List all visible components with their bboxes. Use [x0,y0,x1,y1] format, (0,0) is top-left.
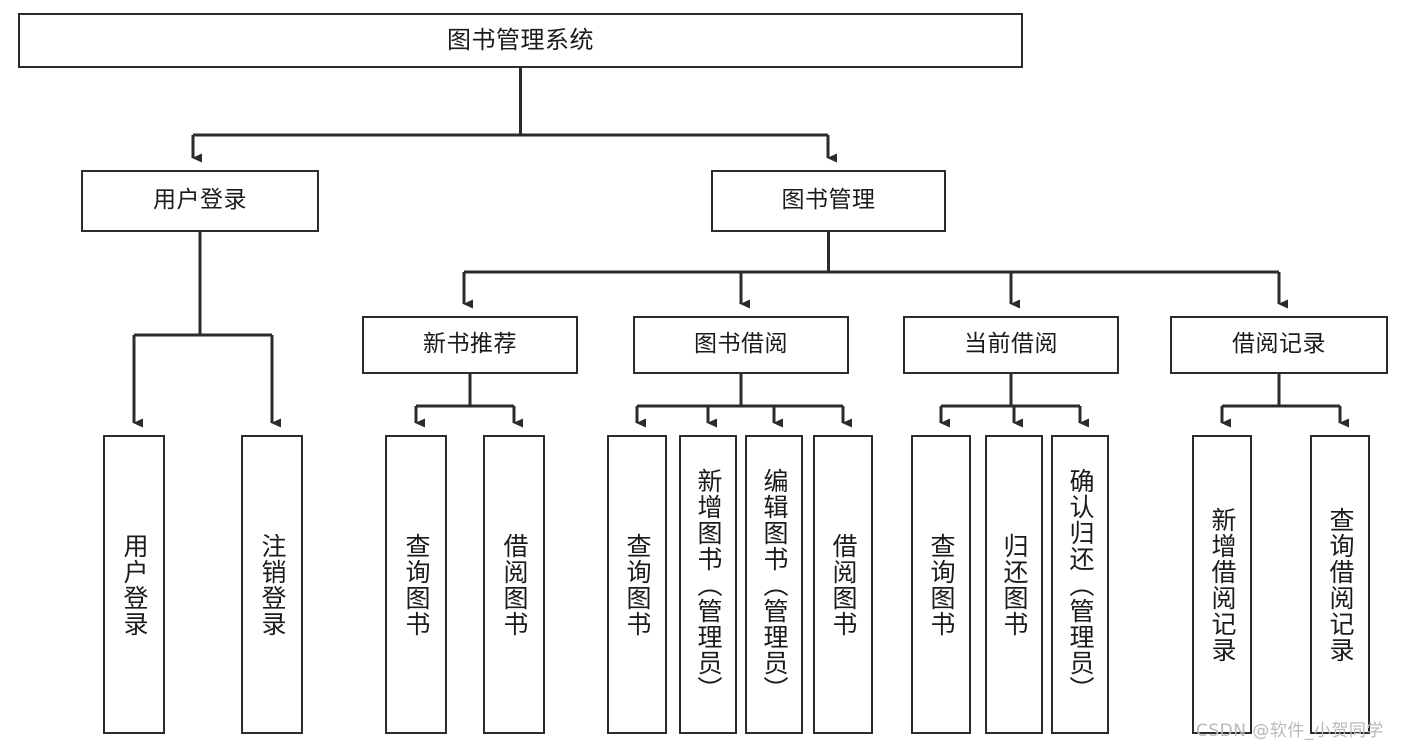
node-user-login[interactable]: 用户登录 [81,170,319,232]
node-leaf-add-book-admin[interactable]: 新增图书（管理员） [679,435,737,734]
node-current-borrow[interactable]: 当前借阅 [903,316,1119,374]
node-label: 新书推荐 [423,331,517,358]
node-leaf-borrow-book-borrow[interactable]: 借阅图书 [813,435,873,734]
node-leaf-edit-book-admin[interactable]: 编辑图书（管理员） [745,435,803,734]
node-root-system[interactable]: 图书管理系统 [18,13,1023,68]
node-label: 注销登录 [258,532,287,637]
node-leaf-confirm-return-admin[interactable]: 确认归还（管理员） [1051,435,1109,734]
node-label: 用户登录 [120,532,149,637]
node-leaf-borrow-book-recommend[interactable]: 借阅图书 [483,435,545,734]
node-label: 新增借阅记录 [1208,506,1237,663]
node-leaf-query-book-borrow[interactable]: 查询图书 [607,435,667,734]
node-label: 借阅图书 [500,532,529,637]
node-book-borrow[interactable]: 图书借阅 [633,316,849,374]
node-label: 查询借阅记录 [1326,506,1355,663]
node-label: 借阅记录 [1232,331,1326,358]
node-label: 查询图书 [927,532,956,637]
node-leaf-query-borrow-record[interactable]: 查询借阅记录 [1310,435,1370,734]
node-leaf-add-borrow-record[interactable]: 新增借阅记录 [1192,435,1252,734]
node-leaf-user-login[interactable]: 用户登录 [103,435,165,734]
node-label: 借阅图书 [829,532,858,637]
node-label: 查询图书 [402,532,431,637]
node-leaf-logout[interactable]: 注销登录 [241,435,303,734]
node-label: 图书借阅 [694,331,788,358]
node-label: 当前借阅 [964,331,1058,358]
node-leaf-query-book-recommend[interactable]: 查询图书 [385,435,447,734]
node-leaf-query-book-current[interactable]: 查询图书 [911,435,971,734]
node-new-book-recommend[interactable]: 新书推荐 [362,316,578,374]
csdn-watermark: CSDN @软件_小贺同学 [1196,721,1384,741]
node-label: 确认归还（管理员） [1066,467,1095,702]
node-label: 查询图书 [623,532,652,637]
node-label: 新增图书（管理员） [694,467,723,702]
node-borrow-record[interactable]: 借阅记录 [1170,316,1388,374]
node-book-manage[interactable]: 图书管理 [711,170,946,232]
node-label: 用户登录 [153,187,247,214]
node-label: 归还图书 [1000,532,1029,637]
node-label: 编辑图书（管理员） [760,467,789,702]
node-leaf-return-book[interactable]: 归还图书 [985,435,1043,734]
node-label: 图书管理系统 [447,26,594,55]
node-label: 图书管理 [781,187,876,214]
